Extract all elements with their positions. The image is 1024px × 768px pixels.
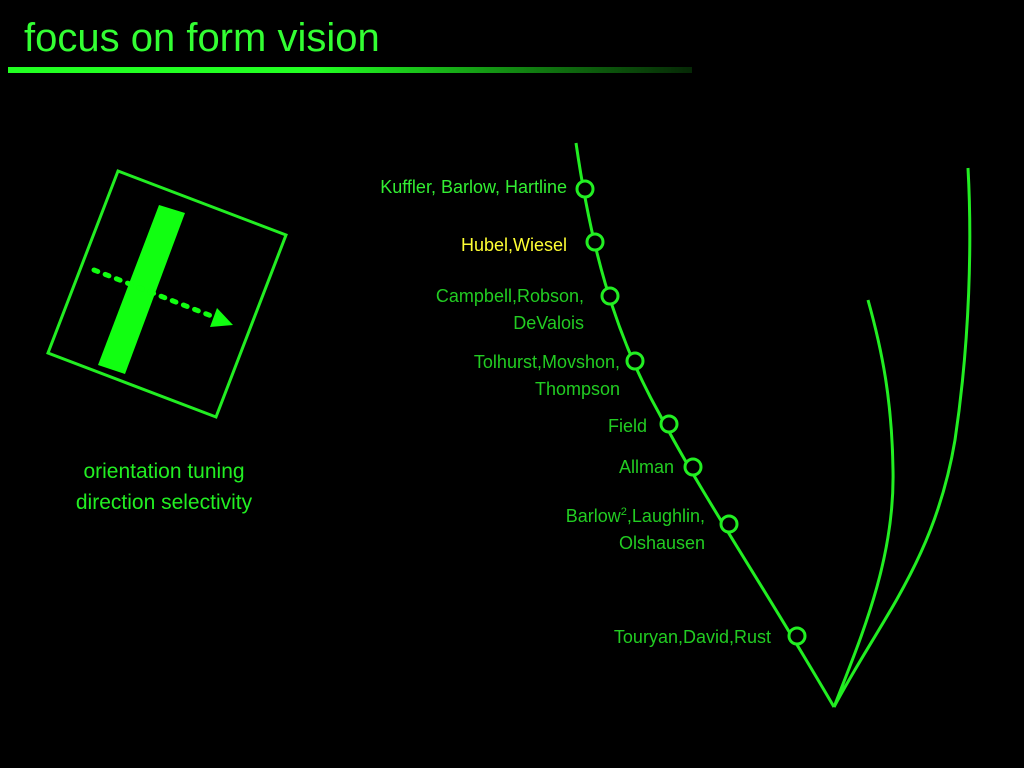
direction-arrow-icon (91, 267, 233, 327)
reference-allman: Allman (619, 454, 674, 481)
milestone-marker (659, 414, 679, 434)
reference-hubel: Hubel,Wiesel (461, 232, 567, 259)
milestone-marker (683, 457, 703, 477)
reference-campbell: Campbell,Robson, DeValois (436, 283, 584, 337)
reference-text: ,Laughlin, (626, 506, 705, 526)
reference-touryan: Touryan,David,Rust (614, 624, 771, 651)
stimulus-figure (46, 169, 288, 419)
reference-line: Barlow2,Laughlin, (566, 503, 705, 530)
milestone-marker (719, 514, 739, 534)
reference-barlow-laughlin: Barlow2,Laughlin, Olshausen (566, 503, 705, 557)
page-title: focus on form vision (24, 16, 380, 60)
reference-tolhurst: Tolhurst,Movshon, Thompson (474, 349, 620, 403)
milestone-marker (600, 286, 620, 306)
milestone-marker (625, 351, 645, 371)
reference-line: Allman (618, 457, 674, 477)
milestone-markers (575, 179, 807, 646)
milestone-marker (787, 626, 807, 646)
reference-line: Touryan,David,Rust (613, 627, 771, 647)
reference-line: Campbell,Robson, (435, 286, 584, 306)
stimulus-frame (46, 169, 288, 419)
reference-line: Field (607, 416, 647, 436)
reference-kuffler: Kuffler, Barlow, Hartline (380, 174, 567, 201)
reference-line: Hubel,Wiesel (460, 235, 567, 255)
caption-line-direction: direction selectivity (75, 491, 253, 514)
branch-curve-inner (832, 299, 895, 708)
branch-curve-outer (832, 167, 972, 708)
figure-caption: orientation tuning direction selectivity (44, 456, 284, 518)
reference-line: Kuffler, Barlow, Hartline (380, 177, 567, 197)
reference-text: Barlow (565, 506, 621, 526)
milestone-marker (585, 232, 605, 252)
title-underline (8, 67, 692, 73)
reference-field: Field (608, 413, 647, 440)
reference-line: Thompson (534, 379, 620, 399)
reference-superscript: 2 (620, 506, 627, 518)
reference-line: DeValois (513, 313, 584, 333)
caption-line-orientation: orientation tuning (83, 460, 245, 483)
reference-line: Tolhurst,Movshon, (473, 352, 620, 372)
milestone-marker (575, 179, 595, 199)
reference-line: Olshausen (618, 533, 705, 553)
